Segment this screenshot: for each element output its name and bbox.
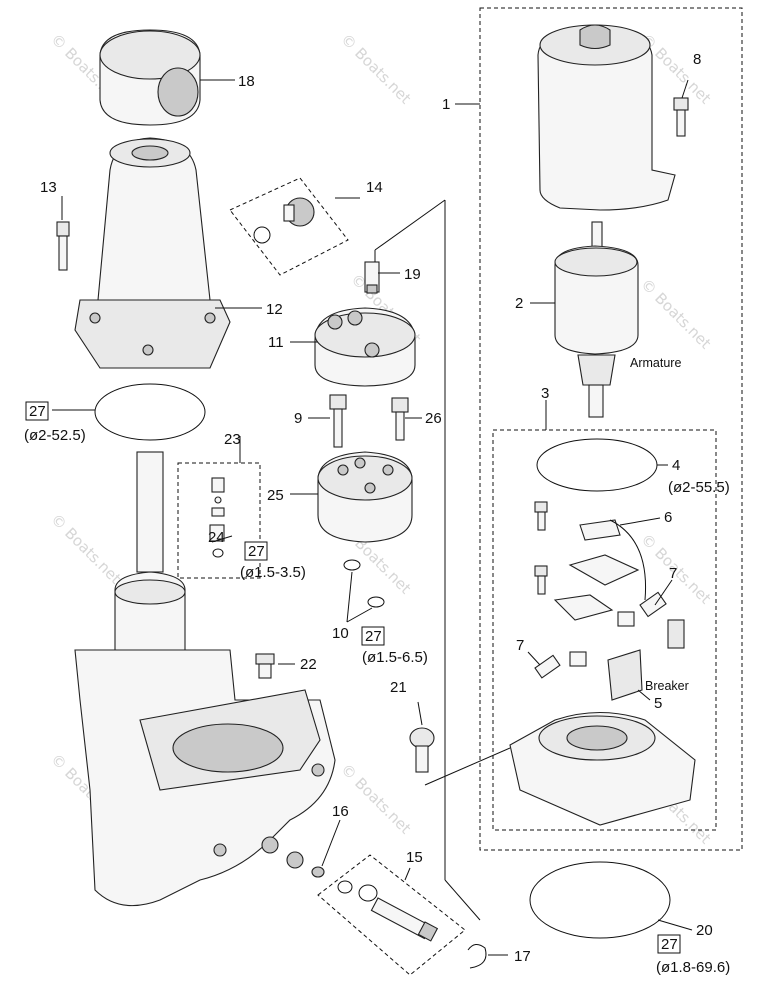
part-11-valve-block	[314, 307, 416, 387]
motor-base-box	[492, 429, 717, 831]
part-13-bolt	[56, 221, 70, 271]
motor-assembly-box	[479, 7, 743, 851]
part-18-cap	[99, 29, 201, 126]
part-22-fitting	[255, 653, 275, 679]
motor-yoke	[537, 24, 676, 211]
ref-27-boxes: 27 27 27 27	[25, 401, 681, 954]
watermark: © Boats.net	[637, 275, 715, 353]
leader-lines	[52, 79, 693, 956]
callout-13: 13	[40, 179, 57, 196]
part-9-bolt	[329, 394, 347, 448]
o-ring-27a	[94, 383, 206, 441]
ref-27a: 27	[29, 403, 46, 420]
cylinder-body	[74, 451, 336, 907]
callout-16: 16	[332, 803, 349, 820]
o-ring-10a	[343, 559, 361, 571]
callout-21: 21	[390, 679, 407, 696]
o-ring-20	[529, 861, 671, 939]
spec-55-5: (ø2-55.5)	[668, 479, 730, 496]
callout-4: 4	[672, 457, 680, 474]
ref-27c: 27	[365, 628, 382, 645]
callout-26: 26	[425, 410, 442, 427]
part-25-valve-body	[317, 451, 413, 543]
callout-2: 2	[515, 295, 523, 312]
spec-52-5: (ø2-52.5)	[24, 427, 86, 444]
motor-base	[509, 711, 696, 826]
watermark: © Boats.net	[337, 760, 415, 838]
label-breaker: Breaker	[645, 679, 689, 693]
callout-10: 10	[332, 625, 349, 642]
o-ring-10b	[367, 596, 385, 608]
callout-20: 20	[696, 922, 713, 939]
callout-5: 5	[654, 695, 662, 712]
callout-22: 22	[300, 656, 317, 673]
part-21-bolt	[409, 727, 435, 773]
ref-27d: 27	[661, 936, 678, 953]
watermark: © Boats.net	[47, 510, 125, 588]
part-23-box	[177, 462, 261, 579]
callout-18: 18	[238, 73, 255, 90]
spec-3-5: (ø1.5-3.5)	[240, 564, 306, 581]
part-15-manual-valve	[317, 854, 466, 976]
breaker-parts	[534, 501, 685, 701]
watermark: © Boats.net	[337, 30, 415, 108]
callout-6: 6	[664, 509, 672, 526]
callout-15: 15	[406, 849, 423, 866]
callout-11: 11	[268, 334, 284, 351]
callout-7b: 7	[516, 637, 524, 654]
part-19-pin	[364, 261, 380, 294]
callout-24: 24	[208, 529, 225, 546]
callout-17: 17	[514, 948, 531, 965]
part-26-bolt	[391, 397, 409, 441]
callout-8: 8	[693, 51, 701, 68]
ref-27b: 27	[248, 543, 265, 560]
part-8-bolt	[673, 97, 689, 137]
callout-23: 23	[224, 431, 241, 448]
spec-6-5: (ø1.5-6.5)	[362, 649, 428, 666]
callout-9: 9	[294, 410, 302, 427]
o-ring-4	[536, 438, 658, 492]
callout-19: 19	[404, 266, 421, 283]
label-armature: Armature	[630, 356, 681, 370]
part-14-plug	[229, 177, 349, 276]
callout-14: 14	[366, 179, 383, 196]
callout-3: 3	[541, 385, 549, 402]
callout-25: 25	[267, 487, 284, 504]
spec-69-6: (ø1.8-69.6)	[656, 959, 730, 976]
part-16-seal	[311, 866, 325, 878]
part-12-reservoir	[74, 137, 231, 369]
specs: (ø2-52.5) (ø1.5-3.5) (ø1.5-6.5) (ø2-55.5…	[24, 427, 730, 976]
callout-7a: 7	[669, 565, 677, 582]
part-17-circlip	[467, 944, 487, 969]
callouts: 18 13 14 12 19 11 9 26 23 25 24 10 22 21…	[40, 51, 713, 965]
callout-1: 1	[442, 96, 450, 113]
callout-12: 12	[266, 301, 283, 318]
part-2-armature	[554, 221, 639, 418]
